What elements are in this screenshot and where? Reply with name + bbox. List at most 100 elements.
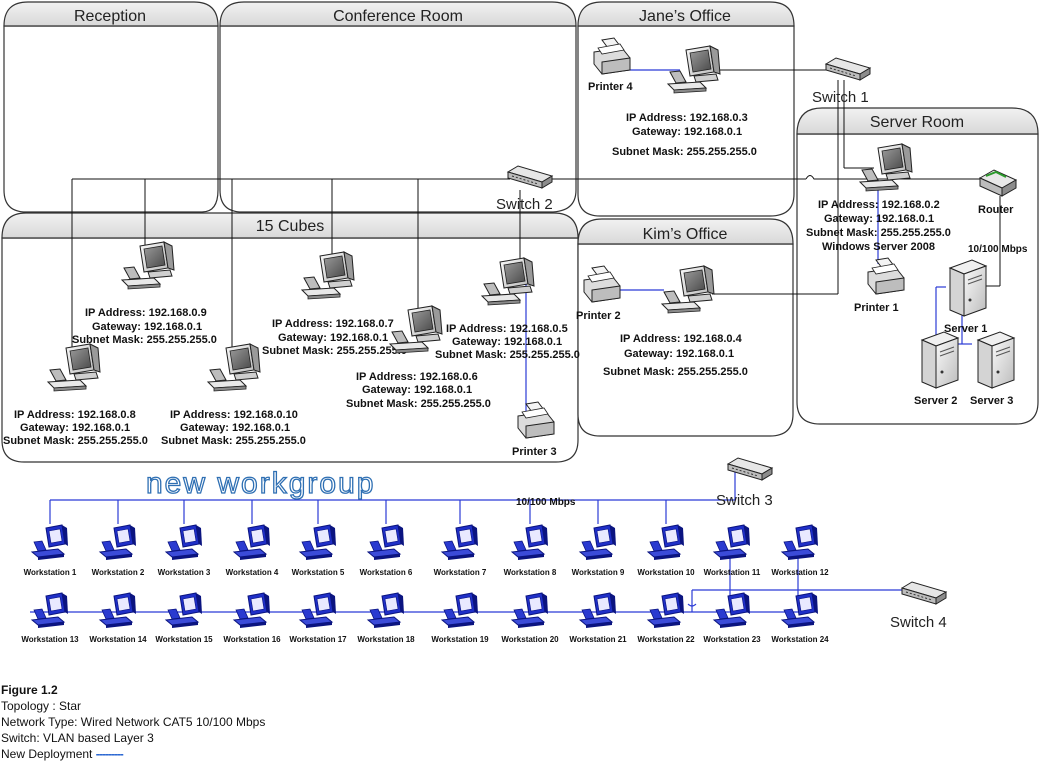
workstation-label: Workstation 5 <box>292 568 345 577</box>
kim-subnet: Subnet Mask: 255.255.255.0 <box>603 366 748 378</box>
printer-3[interactable]: Printer 3 <box>512 401 557 458</box>
printer-4[interactable]: Printer 4 <box>588 37 634 93</box>
workstation-label: Workstation 7 <box>434 568 487 577</box>
workstation-label: Workstation 9 <box>572 568 625 577</box>
cube-9-gateway: Gateway: 192.168.0.1 <box>92 321 202 333</box>
server-2-label: Server 2 <box>914 395 957 407</box>
cube-7-ip: IP Address: 192.168.0.7 <box>272 318 394 330</box>
server-3[interactable]: Server 3 <box>970 331 1015 407</box>
workstation-2[interactable]: Workstation 2 <box>92 524 145 577</box>
cube-10-gateway: Gateway: 192.168.0.1 <box>180 422 290 434</box>
workstation-label: Workstation 4 <box>226 568 279 577</box>
switch-3[interactable]: Switch 3 <box>716 457 773 509</box>
printer-3-label: Printer 3 <box>512 446 557 458</box>
workstation-18[interactable]: Workstation 18 <box>357 592 415 644</box>
server-1[interactable]: Server 1 <box>944 259 987 335</box>
legend-deploy: New Deployment --------- <box>1 746 265 762</box>
workstation-label: Workstation 20 <box>501 635 559 644</box>
pc-cube-5-info: IP Address: 192.168.0.5 Gateway: 192.168… <box>435 323 580 361</box>
room-reception: Reception <box>3 1 219 213</box>
workstation-7[interactable]: Workstation 7 <box>434 524 487 577</box>
switch-1[interactable]: Switch 1 <box>812 57 871 106</box>
server-2[interactable]: Server 2 <box>914 331 959 407</box>
workstation-1[interactable]: Workstation 1 <box>24 524 77 577</box>
workstation-row-1: Workstation 1 Workstation 2 Workstation 3 W… <box>24 524 829 577</box>
cube-7-subnet: Subnet Mask: 255.255.255.0 <box>262 345 407 357</box>
workstation-label: Workstation 1 <box>24 568 77 577</box>
workstation-4[interactable]: Workstation 4 <box>226 524 279 577</box>
room-title-cubes: 15 Cubes <box>256 218 325 235</box>
workstation-label: Workstation 13 <box>21 635 79 644</box>
workstation-21[interactable]: Workstation 21 <box>569 592 627 644</box>
workstation-label: Workstation 2 <box>92 568 145 577</box>
pc-server-info: IP Address: 192.168.0.2 Gateway: 192.168… <box>806 199 951 253</box>
workstation-14[interactable]: Workstation 14 <box>89 592 147 644</box>
server-ip: IP Address: 192.168.0.2 <box>818 199 940 211</box>
workstation-10[interactable]: Workstation 10 <box>637 524 695 577</box>
workstation-17[interactable]: Workstation 17 <box>289 592 347 644</box>
workstation-20[interactable]: Workstation 20 <box>501 592 559 644</box>
cube-5-subnet: Subnet Mask: 255.255.255.0 <box>435 349 580 361</box>
pc-cube-9-info: IP Address: 192.168.0.9 Gateway: 192.168… <box>72 307 217 346</box>
switch-3-label: Switch 3 <box>716 492 773 509</box>
workstation-24[interactable]: Workstation 24 <box>771 592 829 644</box>
room-title-conference: Conference Room <box>333 8 463 25</box>
cube-10-subnet: Subnet Mask: 255.255.255.0 <box>161 435 306 447</box>
cube-5-gateway: Gateway: 192.168.0.1 <box>452 336 562 348</box>
pc-kim-info: IP Address: 192.168.0.4 Gateway: 192.168… <box>603 333 748 378</box>
workstation-12[interactable]: Workstation 12 <box>771 524 829 577</box>
legend-switch: Switch: VLAN based Layer 3 <box>1 731 154 745</box>
workstation-label: Workstation 22 <box>637 635 695 644</box>
existing-links <box>71 69 1001 348</box>
figure-caption: Figure 1.2 <box>1 683 58 697</box>
room-title-jane: Jane’s Office <box>639 8 731 25</box>
kim-ip: IP Address: 192.168.0.4 <box>620 333 743 345</box>
server-1-label: Server 1 <box>944 323 987 335</box>
workstation-label: Workstation 14 <box>89 635 147 644</box>
workstation-11[interactable]: Workstation 11 <box>704 524 761 577</box>
switch-4-label: Switch 4 <box>890 614 947 631</box>
workstation-19[interactable]: Workstation 19 <box>431 592 489 644</box>
cube-8-gateway: Gateway: 192.168.0.1 <box>20 422 130 434</box>
cube-9-subnet: Subnet Mask: 255.255.255.0 <box>72 334 217 346</box>
workstation-label: Workstation 16 <box>223 635 281 644</box>
workstation-label: Workstation 8 <box>504 568 557 577</box>
workstation-3[interactable]: Workstation 3 <box>158 524 211 577</box>
router[interactable]: Router <box>978 169 1018 216</box>
printer-4-label: Printer 4 <box>588 81 634 93</box>
cube-10-ip: IP Address: 192.168.0.10 <box>170 409 298 421</box>
workstation-15[interactable]: Workstation 15 <box>155 592 213 644</box>
workstation-label: Workstation 19 <box>431 635 489 644</box>
cube-6-subnet: Subnet Mask: 255.255.255.0 <box>346 398 491 410</box>
workstation-23[interactable]: Workstation 23 <box>703 592 761 644</box>
legend: Figure 1.2 Topology : Star Network Type:… <box>1 682 265 762</box>
workstation-16[interactable]: Workstation 16 <box>223 592 281 644</box>
legend-deploy-label: New Deployment <box>1 747 93 761</box>
room-conference: Conference Room <box>219 1 577 213</box>
workstation-label: Workstation 23 <box>703 635 761 644</box>
workstation-label: Workstation 15 <box>155 635 213 644</box>
workstation-13[interactable]: Workstation 13 <box>21 592 79 644</box>
server-gateway: Gateway: 192.168.0.1 <box>824 213 934 225</box>
workstation-8[interactable]: Workstation 8 <box>504 524 557 577</box>
cube-9-ip: IP Address: 192.168.0.9 <box>85 307 207 319</box>
switch-2[interactable]: Switch 2 <box>496 165 553 213</box>
workstation-label: Workstation 12 <box>771 568 829 577</box>
workstation-6[interactable]: Workstation 6 <box>360 524 413 577</box>
workstation-9[interactable]: Workstation 9 <box>572 524 625 577</box>
printer-1[interactable]: Printer 1 <box>854 257 905 314</box>
printer-2[interactable]: Printer 2 <box>576 265 621 322</box>
switch-4[interactable]: Switch 4 <box>890 581 947 631</box>
workstation-5[interactable]: Workstation 5 <box>292 524 345 577</box>
workstation-label: Workstation 18 <box>357 635 415 644</box>
kim-gateway: Gateway: 192.168.0.1 <box>624 348 734 360</box>
legend-topology: Topology : Star <box>1 699 82 713</box>
workstation-22[interactable]: Workstation 22 <box>637 592 695 644</box>
server-3-label: Server 3 <box>970 395 1013 407</box>
workstation-row-2: Workstation 13 Workstation 14 Workstation … <box>21 592 829 644</box>
pc-cube-7-info: IP Address: 192.168.0.7 Gateway: 192.168… <box>262 318 407 357</box>
workstation-label: Workstation 21 <box>569 635 627 644</box>
workstation-label: Workstation 17 <box>289 635 347 644</box>
cube-8-subnet: Subnet Mask: 255.255.255.0 <box>3 435 148 447</box>
